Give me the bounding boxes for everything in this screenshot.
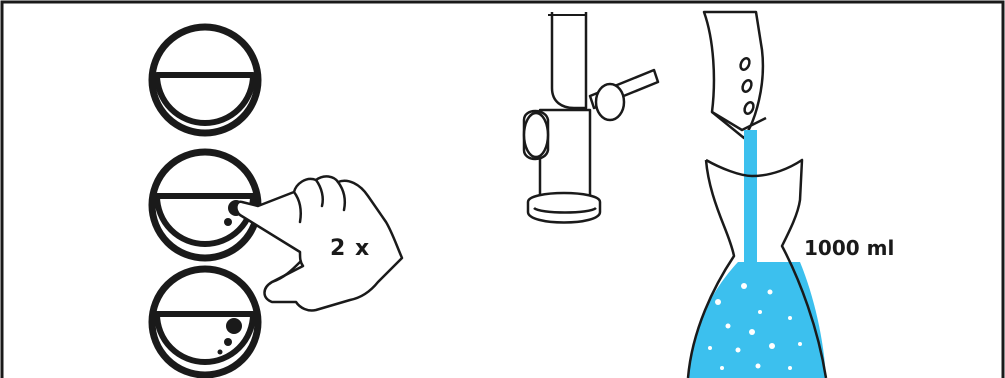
- pressing-hand-icon: [236, 176, 402, 310]
- press-count-label: 2 x: [330, 236, 370, 261]
- volume-label: 1000 ml: [804, 236, 894, 260]
- water-stream: [744, 130, 757, 265]
- faucet-icon: [524, 12, 658, 223]
- pull-out-spout-icon: [704, 12, 766, 138]
- button-empty-icon: [152, 27, 258, 133]
- button-sparkling-high-icon: [152, 269, 258, 375]
